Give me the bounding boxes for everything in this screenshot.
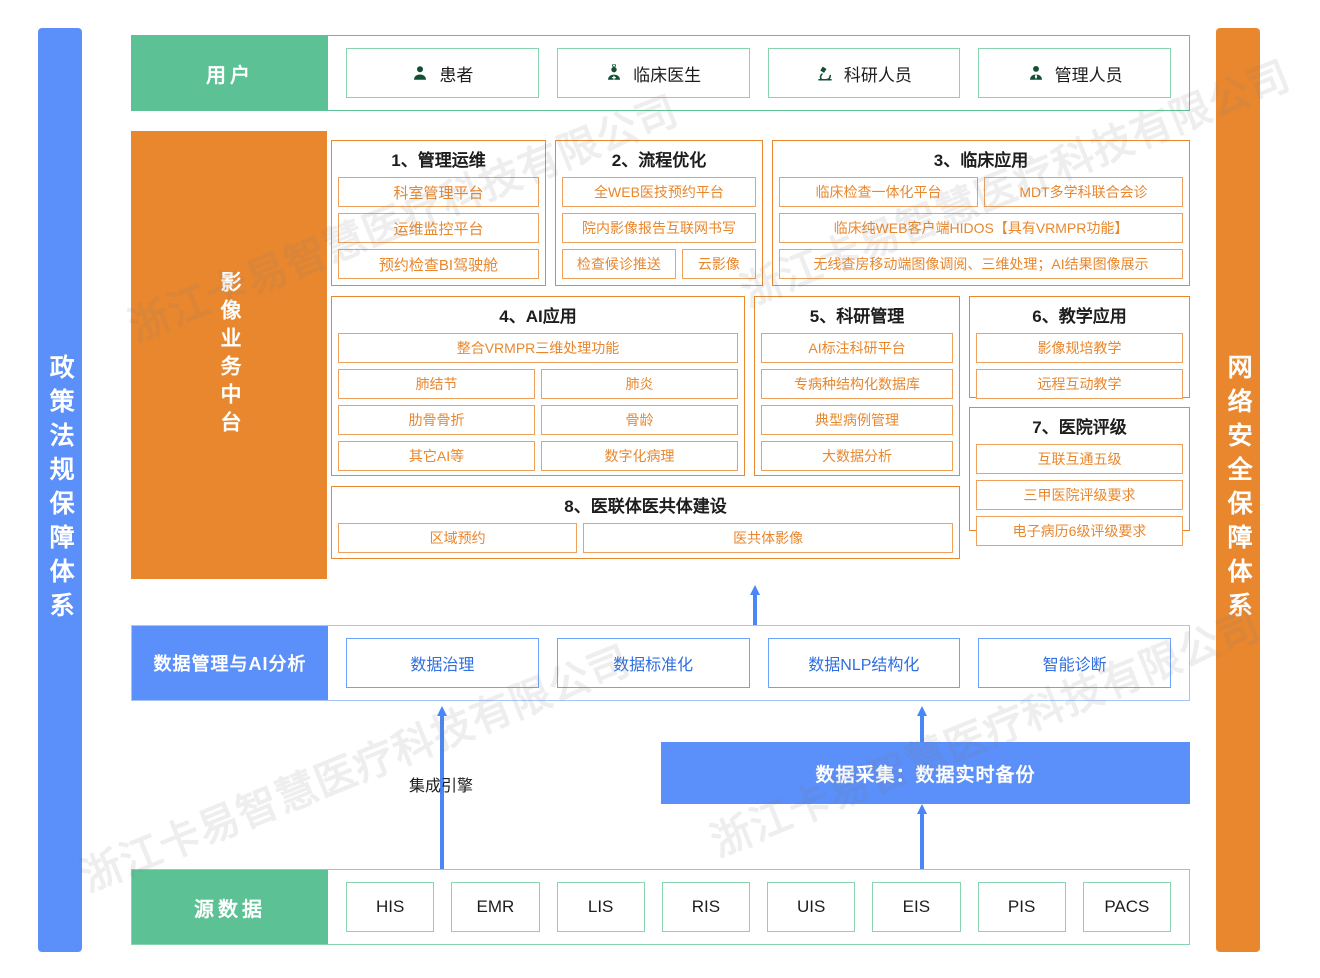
source-chip-eis[interactable]: EIS — [872, 882, 961, 932]
source-chip-pacs[interactable]: PACS — [1082, 882, 1171, 932]
source-chip-pis[interactable]: PIS — [977, 882, 1066, 932]
card-item[interactable]: 预约检查BI驾驶舱 — [338, 249, 539, 279]
policy-pillar-label: 政策法规保障体系 — [46, 354, 75, 626]
source-data-row: 源数据 HIS EMR LIS RIS UIS EIS PIS PACS — [131, 869, 1190, 945]
card-management-ops: 1、管理运维 科室管理平台 运维监控平台 预约检查BI驾驶舱 — [331, 140, 546, 286]
card-item[interactable]: 典型病例管理 — [761, 405, 953, 435]
source-chip-ris[interactable]: RIS — [661, 882, 750, 932]
user-row: 用户 患者 临床医生 — [131, 35, 1190, 111]
card-item[interactable]: 肺炎 — [541, 369, 738, 399]
card-row: 肺结节 肺炎 — [338, 369, 738, 405]
card-item[interactable]: 三甲医院评级要求 — [976, 480, 1183, 510]
policy-pillar: 政策法规保障体系 — [38, 28, 82, 952]
card-title: 4、AI应用 — [499, 307, 577, 326]
data-management-label: 数据管理与AI分析 — [132, 626, 328, 700]
card-row: 肋骨骨折 骨龄 — [338, 405, 738, 441]
user-chip-label: 科研人员 — [843, 65, 912, 85]
card-item[interactable]: MDT多学科联合会诊 — [984, 177, 1183, 207]
data-management-row: 数据管理与AI分析 数据治理 数据标准化 数据NLP结构化 智能诊断 — [131, 625, 1190, 701]
card-title: 7、医院评级 — [1032, 418, 1127, 437]
user-chip-patient[interactable]: 患者 — [346, 48, 539, 98]
card-title: 1、管理运维 — [391, 151, 486, 170]
card-clinical-application: 3、临床应用 临床检查一体化平台 MDT多学科联合会诊 临床纯WEB客户端HID… — [772, 140, 1190, 286]
source-data-label: 源数据 — [132, 870, 328, 944]
user-items: 患者 临床医生 — [328, 36, 1189, 110]
card-process-optimization: 2、流程优化 全WEB医技预约平台 院内影像报告互联网书写 检查候诊推送 云影像 — [555, 140, 763, 286]
card-item[interactable]: 医共体影像 — [583, 523, 953, 553]
source-chip-lis[interactable]: LIS — [556, 882, 645, 932]
card-item[interactable]: 肺结节 — [338, 369, 535, 399]
card-item[interactable]: 其它AI等 — [338, 441, 535, 471]
arrow-integration-engine — [437, 706, 447, 869]
card-item[interactable]: 肋骨骨折 — [338, 405, 535, 435]
arrow-source-to-collect — [917, 804, 927, 869]
card-item[interactable]: 大数据分析 — [761, 441, 953, 471]
user-row-label: 用户 — [132, 36, 328, 110]
card-item[interactable]: 全WEB医技预约平台 — [562, 177, 756, 207]
card-item[interactable]: AI标注科研平台 — [761, 333, 953, 363]
card-ai-application: 4、AI应用 整合VRMPR三维处理功能 肺结节 肺炎 肋骨骨折 骨龄 其它AI… — [331, 296, 745, 476]
card-item[interactable]: 电子病历6级评级要求 — [976, 516, 1183, 546]
card-item[interactable]: 互联互通五级 — [976, 444, 1183, 474]
integration-engine-label: 集成引擎 — [408, 778, 473, 795]
arrow-data-to-alliance — [750, 585, 760, 625]
card-medical-alliance: 8、医联体医共体建设 区域预约 医共体影像 — [331, 486, 960, 559]
card-item[interactable]: 检查候诊推送 — [562, 249, 676, 279]
user-chip-researcher[interactable]: 科研人员 — [767, 48, 961, 98]
user-icon — [411, 64, 429, 82]
network-security-pillar: 网络安全保障体系 — [1216, 28, 1260, 952]
user-chip-admin[interactable]: 管理人员 — [978, 48, 1171, 98]
card-item[interactable]: 骨龄 — [541, 405, 738, 435]
source-chip-his[interactable]: HIS — [346, 882, 435, 932]
card-item[interactable]: 云影像 — [681, 249, 756, 279]
data-chip-nlp[interactable]: 数据NLP结构化 — [767, 638, 961, 688]
card-research-management: 5、科研管理 AI标注科研平台 专病种结构化数据库 典型病例管理 大数据分析 — [754, 296, 960, 476]
card-row: 其它AI等 数字化病理 — [338, 441, 738, 477]
card-item[interactable]: 区域预约 — [338, 523, 578, 553]
user-chip-label: 患者 — [439, 65, 474, 85]
card-item[interactable]: 影像规培教学 — [976, 333, 1183, 363]
source-items: HIS EMR LIS RIS UIS EIS PIS PACS — [328, 870, 1189, 944]
card-row: 临床检查一体化平台 MDT多学科联合会诊 — [779, 177, 1183, 213]
source-chip-uis[interactable]: UIS — [767, 882, 856, 932]
source-chip-emr[interactable]: EMR — [451, 882, 540, 932]
card-item[interactable]: 临床纯WEB客户端HIDOS【具有VRMPR功能】 — [779, 213, 1183, 243]
data-chip-smart-diagnosis[interactable]: 智能诊断 — [978, 638, 1171, 688]
arrow-collect-to-data — [917, 706, 927, 744]
microscope-icon — [816, 64, 834, 82]
card-row: 检查候诊推送 云影像 — [562, 249, 756, 285]
manager-icon — [1027, 64, 1045, 82]
card-item[interactable]: 临床检查一体化平台 — [779, 177, 978, 207]
card-item[interactable]: 专病种结构化数据库 — [761, 369, 953, 399]
data-chip-governance[interactable]: 数据治理 — [346, 638, 539, 688]
card-title: 2、流程优化 — [611, 151, 707, 170]
user-chip-label: 临床医生 — [633, 65, 702, 85]
card-title: 5、科研管理 — [809, 307, 905, 326]
card-item[interactable]: 运维监控平台 — [338, 213, 539, 243]
card-row: 区域预约 医共体影像 — [338, 523, 953, 559]
card-item[interactable]: 无线查房移动端图像调阅、三维处理；AI结果图像展示 — [779, 249, 1183, 279]
card-teaching-application: 6、教学应用 影像规培教学 远程互动教学 — [969, 296, 1190, 399]
imaging-platform-label: 影像业务中台 — [131, 131, 327, 579]
doctor-icon — [605, 64, 623, 82]
card-title: 3、临床应用 — [933, 151, 1029, 170]
card-item[interactable]: 数字化病理 — [541, 441, 738, 471]
card-title: 8、医联体医共体建设 — [564, 497, 727, 516]
card-hospital-rating: 7、医院评级 互联互通五级 三甲医院评级要求 电子病历6级评级要求 — [969, 407, 1190, 546]
card-item[interactable]: 院内影像报告互联网书写 — [562, 213, 756, 243]
network-security-pillar-label: 网络安全保障体系 — [1224, 354, 1253, 626]
card-title: 6、教学应用 — [1032, 307, 1127, 326]
platform-cards: 1、管理运维 科室管理平台 运维监控平台 预约检查BI驾驶舱 2、流程优化 全W… — [331, 131, 1190, 579]
data-collection-bar: 数据采集：数据实时备份 — [661, 742, 1190, 804]
data-items: 数据治理 数据标准化 数据NLP结构化 智能诊断 — [328, 626, 1189, 700]
user-chip-label: 管理人员 — [1054, 65, 1123, 85]
card-item[interactable]: 整合VRMPR三维处理功能 — [338, 333, 738, 363]
user-chip-clinician[interactable]: 临床医生 — [556, 48, 750, 98]
card-item[interactable]: 科室管理平台 — [338, 177, 539, 207]
data-chip-standardization[interactable]: 数据标准化 — [556, 638, 750, 688]
imaging-platform-row: 影像业务中台 1、管理运维 科室管理平台 运维监控平台 预约检查BI驾驶舱 2、… — [131, 131, 1190, 579]
card-item[interactable]: 远程互动教学 — [976, 369, 1183, 399]
